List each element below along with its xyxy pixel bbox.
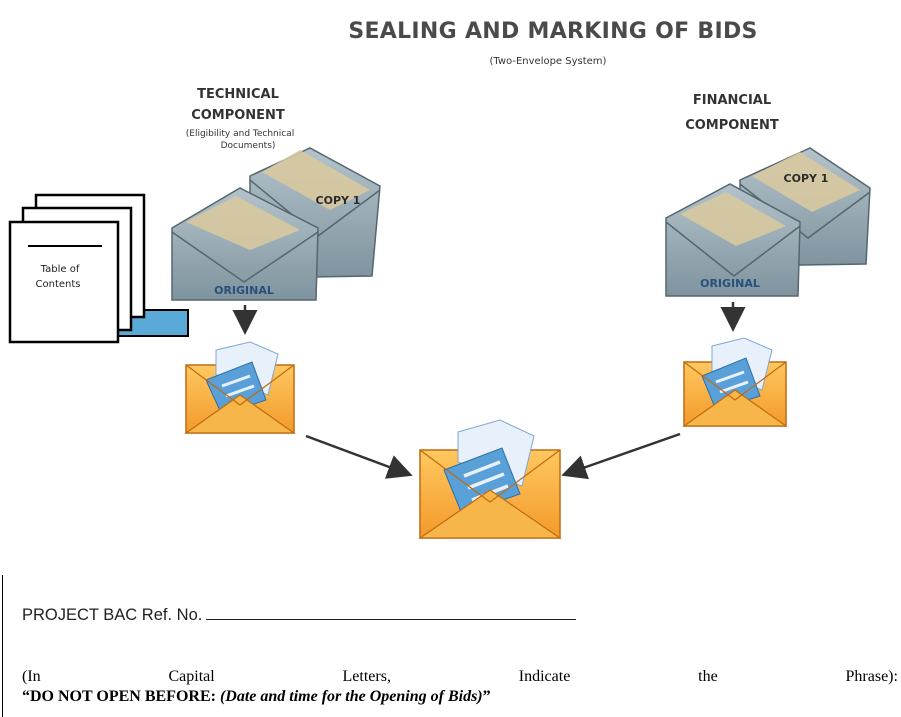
- phrase-open-quote: “: [22, 688, 30, 705]
- financial-original-label: ORIGINAL: [700, 277, 760, 290]
- financial-copy-label: COPY 1: [784, 172, 829, 185]
- technical-copy-label: COPY 1: [316, 194, 361, 207]
- financial-to-outer-arrow: [561, 432, 681, 480]
- financial-original-envelope: ORIGINAL: [665, 183, 801, 297]
- financial-heading-line2: COMPONENT: [685, 118, 779, 133]
- toc-label-line2: Contents: [36, 279, 81, 290]
- technical-heading-line1: TECHNICAL: [197, 87, 279, 102]
- outer-sealed-envelope: [418, 419, 562, 539]
- technical-to-outer-arrow: [305, 434, 413, 479]
- technical-heading-line2: COMPONENT: [191, 108, 285, 123]
- instruction-line: (In Capital Letters, Indicate the Phrase…: [22, 668, 898, 686]
- technical-note-line1: (Eligibility and Technical: [186, 129, 294, 139]
- do-not-open-phrase: “DO NOT OPEN BEFORE: (Date and time for …: [22, 688, 491, 706]
- bac-ref-line: PROJECT BAC Ref. No.: [22, 604, 577, 625]
- technical-note-line2: Documents): [221, 141, 276, 151]
- financial-heading-line1: FINANCIAL: [693, 93, 771, 108]
- diagram-title: SEALING AND MARKING OF BIDS: [348, 19, 757, 44]
- left-margin-rule: [2, 575, 3, 717]
- instruction-word: Indicate: [518, 668, 571, 685]
- phrase-bold: DO NOT OPEN BEFORE:: [30, 688, 220, 705]
- instruction-word: Capital: [168, 668, 215, 685]
- financial-sealed-envelope: [682, 337, 788, 427]
- instruction-word: Letters,: [342, 668, 391, 685]
- instruction-word: Phrase):: [845, 668, 898, 685]
- technical-sealed-envelope: [184, 341, 296, 434]
- bac-ref-blank: [206, 604, 577, 620]
- toc-label-line1: Table of: [40, 264, 80, 275]
- table-of-contents-document: Table of Contents: [8, 193, 189, 344]
- instruction-word: the: [698, 668, 718, 685]
- sealing-diagram: SEALING AND MARKING OF BIDS (Two-Envelop…: [8, 19, 871, 539]
- phrase-italic: (Date and time for the Opening of Bids): [219, 688, 483, 705]
- phrase-close-quote: ”: [482, 688, 491, 705]
- instruction-word: (In: [22, 668, 41, 685]
- technical-original-envelope: ORIGINAL: [171, 187, 319, 301]
- bac-ref-label: PROJECT BAC Ref. No.: [22, 606, 203, 624]
- diagram-subtitle: (Two-Envelope System): [490, 56, 607, 67]
- technical-original-label: ORIGINAL: [214, 284, 274, 297]
